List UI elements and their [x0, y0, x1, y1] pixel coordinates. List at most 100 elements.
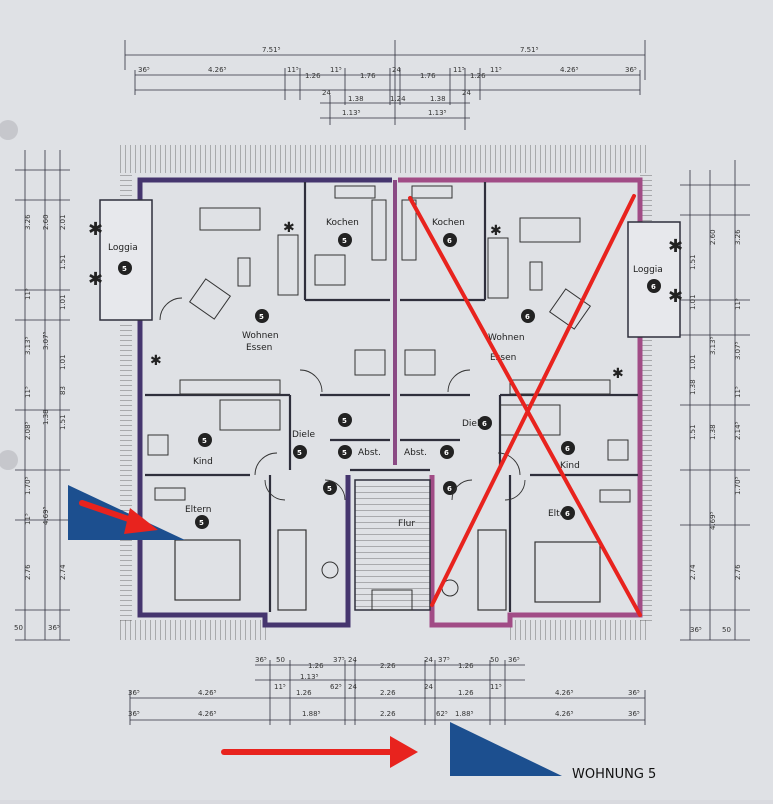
room-label: Diele	[292, 430, 315, 440]
room-number-badge	[440, 445, 454, 459]
dim-label: 36⁵	[690, 626, 702, 634]
dim-label: 3.07⁵	[42, 331, 50, 350]
lamp-icon: ✱	[668, 286, 683, 307]
dim-label: 36⁵	[48, 624, 60, 632]
walls-apartment-6	[398, 177, 643, 628]
room-number-badge	[338, 445, 352, 459]
dim-label: 3.13⁵	[24, 336, 32, 355]
dim-label: 1.24	[390, 95, 406, 103]
dim-label: 1.26	[308, 662, 324, 670]
arrow-icon	[79, 500, 158, 534]
dim-label: 4.69⁵	[709, 511, 717, 530]
staircase: Flur	[354, 479, 431, 611]
dim-label: 36⁵	[508, 656, 520, 664]
room-number: 6	[482, 420, 487, 428]
dim-label: 2.08⁵	[24, 421, 32, 440]
left-dimensions	[15, 150, 70, 641]
room-number-badge	[561, 506, 575, 520]
room-number: 5	[327, 485, 332, 493]
dim-label: 11⁵	[490, 66, 502, 74]
dim-label: 2.60	[709, 229, 717, 245]
room-label: Kochen	[326, 218, 359, 228]
dim-label: 1.26	[458, 689, 474, 697]
room-number-badge	[118, 261, 132, 275]
bottom-dimension-labels: 36⁵ 50 1.26 37⁵ 24 2.26 24 37⁵ 1.26 50 3…	[128, 656, 640, 718]
room-number: 5	[342, 449, 347, 457]
dim-label: 11⁵	[24, 386, 32, 398]
dim-top-left: 7.51⁵	[262, 46, 281, 54]
dim-label: 62⁵	[330, 683, 342, 691]
room-label: Loggia	[633, 265, 663, 275]
dim-label: 4.26⁵	[555, 689, 574, 697]
roof-overhang-top	[120, 145, 650, 173]
room-number: 6	[444, 449, 449, 457]
dim-top-right: 7.51⁵	[520, 46, 539, 54]
dim-label: 1.76	[420, 72, 436, 80]
dim-label: 1.88⁵	[302, 710, 321, 718]
room-number-badge	[338, 233, 352, 247]
room-number-badge	[443, 233, 457, 247]
dim-label: 50	[722, 626, 731, 634]
room-number: 5	[297, 449, 302, 457]
top-dimension-labels: 7.51⁵ 7.51⁵ 36⁵ 4.26⁵ 11⁵ 1.26 11⁵ 1.76 …	[138, 46, 637, 117]
dim-label: 24	[392, 66, 401, 74]
room-number: 6	[447, 485, 452, 493]
dim-label: 1.38	[709, 424, 717, 440]
dim-label: 11⁵	[453, 66, 465, 74]
dim-label: 2.26	[380, 689, 396, 697]
room-number: 5	[259, 313, 264, 321]
lamp-icon: ✱	[668, 236, 683, 257]
room-number-badge	[338, 413, 352, 427]
dim-label: 36⁵	[628, 710, 640, 718]
room-number: 5	[342, 417, 347, 425]
dim-label: 83	[59, 386, 67, 395]
dim-label: 37⁵	[333, 656, 345, 664]
dim-label: 1.88⁵	[455, 710, 474, 718]
dim-label: 3.07⁵	[734, 341, 742, 360]
dim-label: 1.38	[689, 379, 697, 395]
dim-label: 4.26⁵	[555, 710, 574, 718]
dim-label: 36⁵	[138, 66, 150, 74]
room-number-badge	[293, 445, 307, 459]
bottom-dimensions	[129, 660, 646, 725]
roof-overhang-bottom-right	[510, 620, 650, 640]
lamp-icon: ✱	[150, 353, 162, 369]
room-number-badge	[478, 416, 492, 430]
binder-hole	[0, 120, 18, 140]
dim-label: 1.70⁵	[24, 476, 32, 495]
dim-label: 3.26	[24, 214, 32, 230]
dim-label: 11⁵	[287, 66, 299, 74]
dim-label: 1.51	[59, 414, 67, 430]
top-dimensions	[124, 40, 646, 130]
dim-label: 2.74	[689, 564, 697, 580]
dim-label: 11⁵	[490, 683, 502, 691]
dim-label: 24	[424, 656, 433, 664]
binder-hole	[0, 450, 18, 470]
dim-label: 36⁵	[625, 66, 637, 74]
dim-label: 1.13⁵	[342, 109, 361, 117]
dim-label: 1.76	[360, 72, 376, 80]
room-number-badge	[198, 433, 212, 447]
room-number-badge	[195, 515, 209, 529]
dim-label: 3.13⁵	[709, 336, 717, 355]
dim-label: 50	[276, 656, 285, 664]
dim-label: 1.26	[458, 662, 474, 670]
room-label: Kind	[560, 461, 580, 471]
dim-label: 2.76	[24, 564, 32, 580]
dim-label: 24	[424, 683, 433, 691]
room-label: Essen	[246, 343, 272, 353]
dim-label: 24	[322, 89, 331, 97]
dim-label: 1.01	[689, 294, 697, 310]
room-number-badge	[521, 309, 535, 323]
location-marker	[68, 485, 185, 540]
dim-label: 4.26⁵	[198, 710, 217, 718]
location-marker-legend	[450, 722, 562, 776]
dim-label: 4.26⁵	[208, 66, 227, 74]
dim-label: 36⁵	[128, 710, 140, 718]
dim-label: 50	[490, 656, 499, 664]
room-number-badge	[561, 441, 575, 455]
lamp-icon: ✱	[490, 223, 502, 239]
dim-label: 1.38	[430, 95, 446, 103]
dim-label: 1.01	[59, 294, 67, 310]
dim-label: 4.26⁵	[198, 689, 217, 697]
